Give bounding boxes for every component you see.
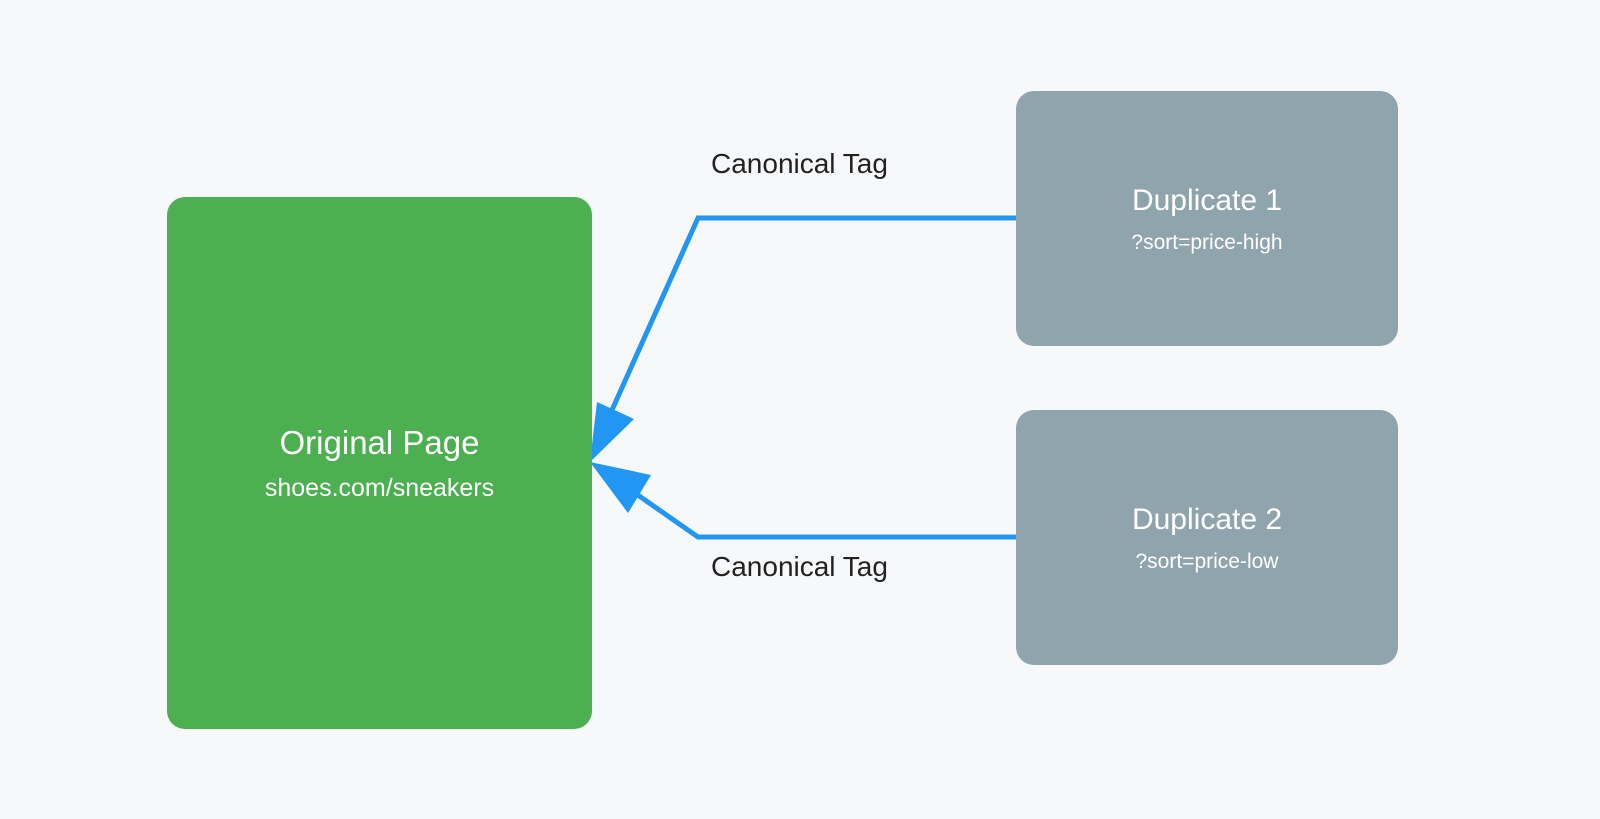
duplicate-2-param: ?sort=price-low: [1135, 549, 1279, 573]
duplicate-2-node: Duplicate 2 ?sort=price-low: [1016, 410, 1398, 665]
duplicate-2-title: Duplicate 2: [1131, 502, 1283, 536]
canonical-arrowhead-1: [590, 402, 634, 462]
canonical-arrow-1: [609, 215, 1016, 412]
original-page-url: shoes.com/sneakers: [264, 474, 495, 503]
duplicate-1-title: Duplicate 1: [1131, 183, 1283, 217]
canonical-tag-label-2: Canonical Tag: [711, 551, 888, 582]
canonical-tag-label-1: Canonical Tag: [711, 148, 888, 179]
original-page-title: Original Page: [279, 423, 480, 461]
duplicate-1-node: Duplicate 1 ?sort=price-high: [1016, 91, 1398, 346]
duplicate-1-param: ?sort=price-high: [1131, 230, 1283, 254]
canonical-arrow-2: [630, 488, 1016, 540]
canonical-arrowhead-2: [590, 462, 651, 513]
original-page-node: Original Page shoes.com/sneakers: [167, 197, 592, 729]
